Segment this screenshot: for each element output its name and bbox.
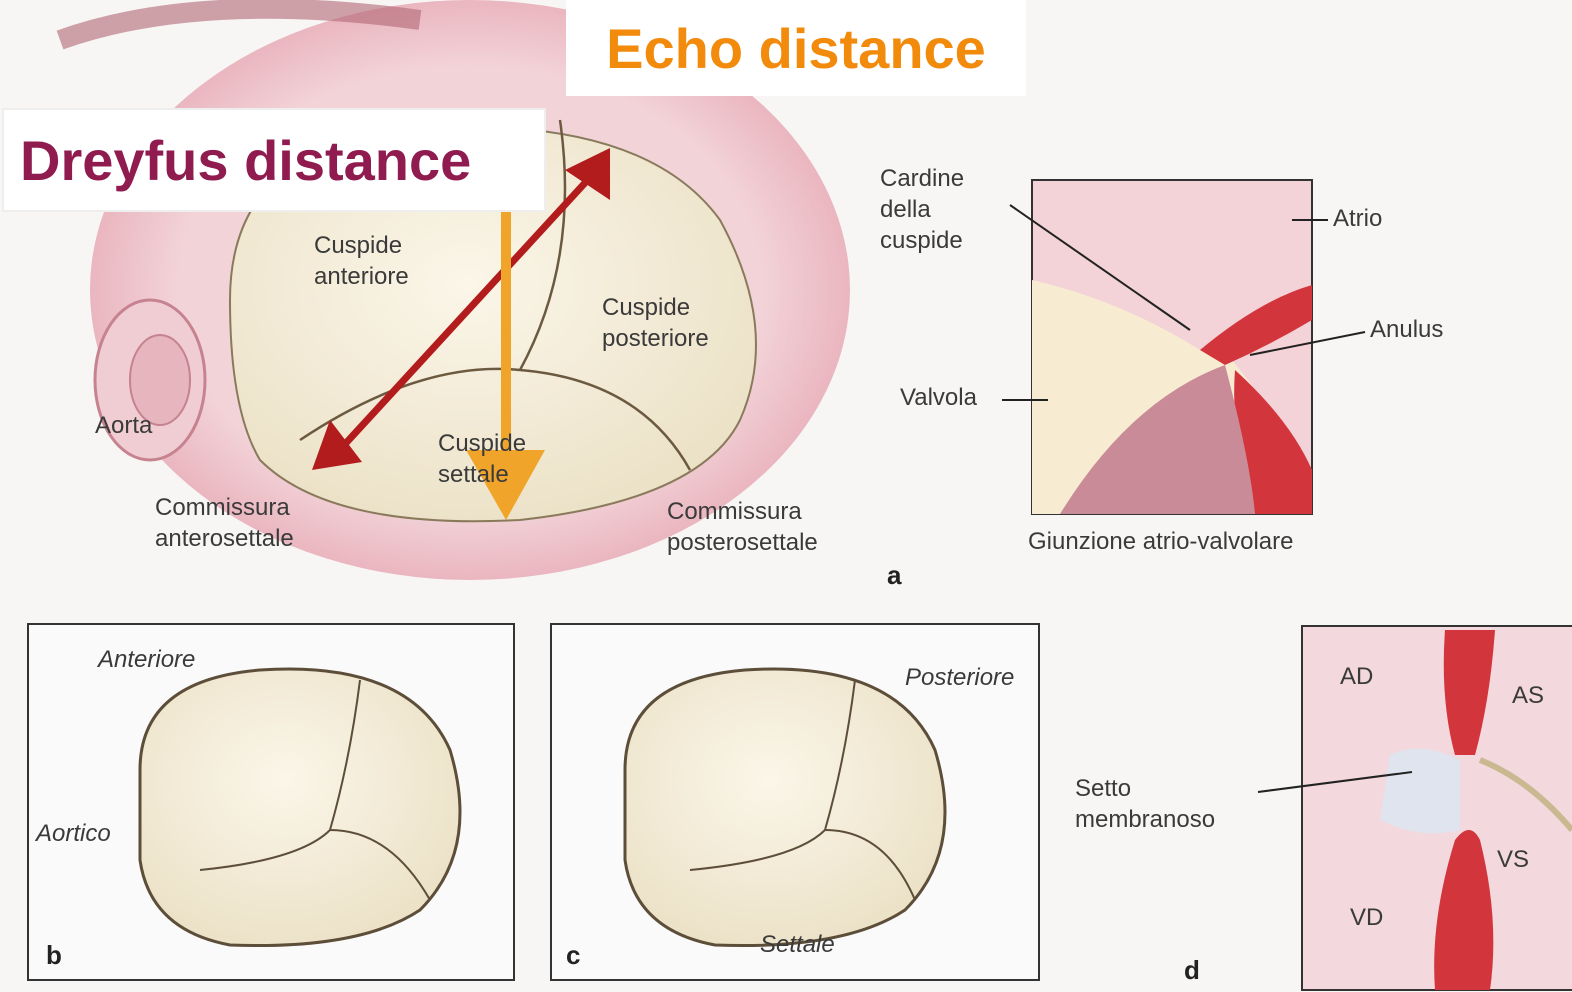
echo-distance-text: Echo distance <box>606 16 986 81</box>
label-aortic: Aortico <box>36 818 111 849</box>
label-right-atrium: AD <box>1340 661 1373 692</box>
label-cusp-anterior: Cuspide anteriore <box>314 230 409 292</box>
label-anterior: Anteriore <box>98 644 195 675</box>
label-septal: Settale <box>760 929 835 960</box>
dreyfus-distance-text: Dreyfus distance <box>4 128 471 193</box>
label-cusp-septal: Cuspide settale <box>438 428 526 490</box>
junction-box <box>1002 180 1365 514</box>
label-annulus: Anulus <box>1370 314 1443 345</box>
label-posterior: Posteriore <box>905 662 1014 693</box>
label-right-ventricle: VD <box>1350 902 1383 933</box>
echo-distance-title: Echo distance <box>566 0 1026 96</box>
label-left-ventricle: VS <box>1497 844 1529 875</box>
dreyfus-distance-title: Dreyfus distance <box>2 108 546 212</box>
panel-letter-a: a <box>887 560 901 591</box>
label-atrium: Atrio <box>1333 203 1382 234</box>
label-commissure-posteroseptal: Commissura posterosettale <box>667 496 818 558</box>
junction-caption: Giunzione atrio-valvolare <box>1028 526 1293 557</box>
label-aorta: Aorta <box>95 410 152 441</box>
label-cusp-posterior: Cuspide posteriore <box>602 292 709 354</box>
label-left-atrium: AS <box>1512 680 1544 711</box>
label-valve: Valvola <box>900 382 977 413</box>
panel-letter-c: c <box>566 940 580 971</box>
label-commissure-anteroseptal: Commissura anterosettale <box>155 492 294 554</box>
label-hinge: Cardine della cuspide <box>880 163 964 257</box>
label-membranous-septum: Setto membranoso <box>1075 773 1215 835</box>
panel-letter-d: d <box>1184 955 1200 986</box>
panel-letter-b: b <box>46 940 62 971</box>
valve-drawing-b <box>28 624 514 980</box>
